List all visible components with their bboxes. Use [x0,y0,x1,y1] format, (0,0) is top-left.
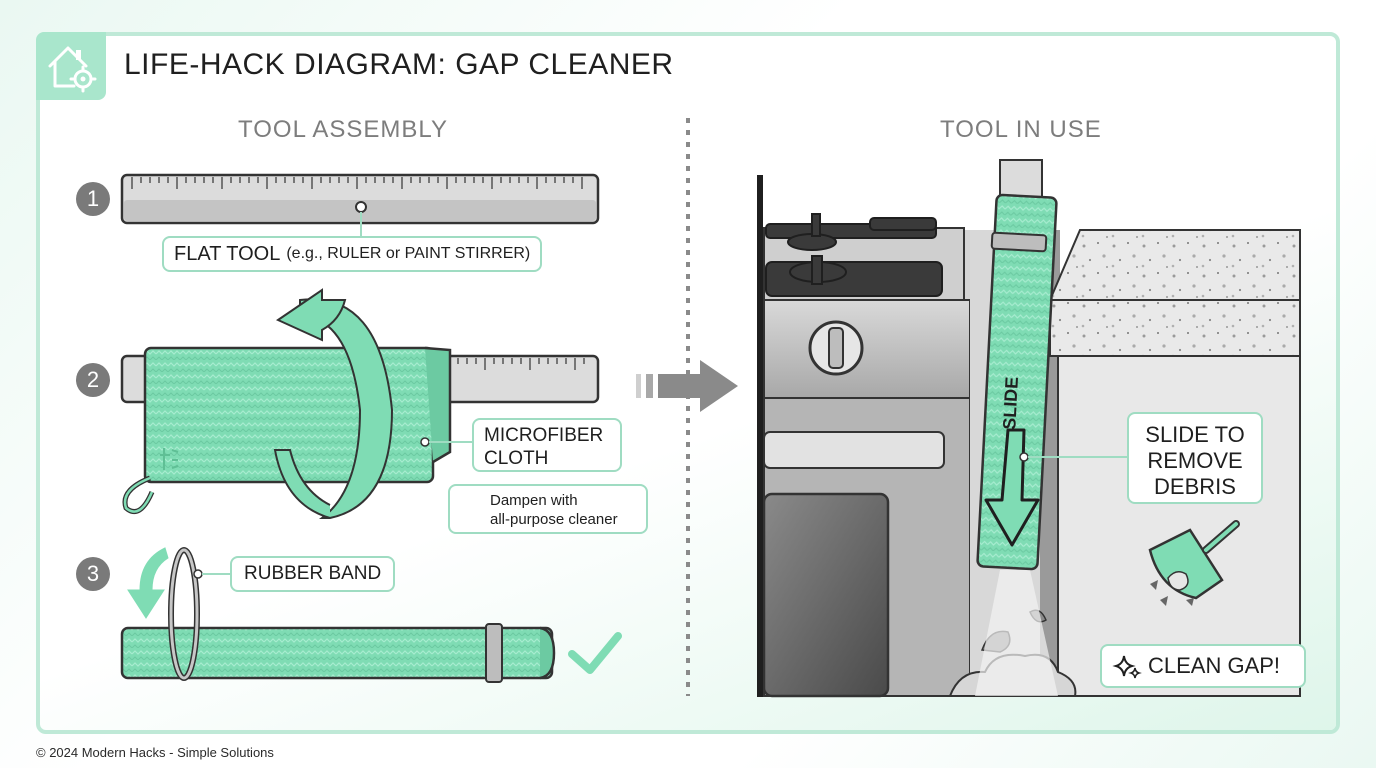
footer-copyright: © 2024 Modern Hacks - Simple Solutions [36,745,274,760]
slide-label-line3: DEBRIS [1154,474,1236,499]
microfiber-label-line2: CLOTH [484,448,549,469]
house-gear-icon [48,46,97,93]
slide-arrow-label: SLIDE [999,376,1022,431]
section-title-assembly: TOOL ASSEMBLY [238,116,448,143]
rubber-band-graphic [168,547,232,681]
microfiber-cloth-label: MICROFIBER CLOTH [472,418,622,472]
slide-label-line1: SLIDE TO [1145,422,1245,447]
dampen-note-line2: all-purpose cleaner [490,511,618,528]
slide-label-line2: REMOVE [1147,448,1243,473]
band-arrow [127,547,169,619]
rubber-band-label: RUBBER BAND [230,556,396,592]
clean-gap-text: CLEAN GAP! [1148,653,1281,678]
sparkle-icon [1112,655,1142,679]
clean-gap-label: CLEAN GAP! [1100,644,1306,688]
page-title: LIFE-HACK DIAGRAM: GAP CLEANER [124,48,674,81]
microfiber-label-line1: MICROFIBER [484,425,604,446]
dampen-note-line1: Dampen with [490,492,578,509]
flat-tool-label: FLAT TOOL (e.g., RULER or PAINT STIRRER) [162,236,543,272]
ruler-step1 [120,173,600,238]
logo-badge [36,32,106,100]
wrapped-tool [120,623,556,683]
checkmark-icon [568,632,622,674]
step-number-1: 1 [76,182,110,216]
wrap-arrow [273,288,394,519]
dustpan-icon [1148,520,1240,606]
section-title-in-use: TOOL IN USE [940,116,1102,143]
step-number-2: 2 [76,363,110,397]
dampen-note: Dampen with all-purpose cleaner [448,484,648,534]
flat-tool-label-detail: (e.g., RULER or PAINT STIRRER) [286,245,531,262]
flat-tool-label-main: FLAT TOOL [174,242,281,265]
slide-to-remove-label: SLIDE TO REMOVE DEBRIS [1127,412,1263,504]
right-arrow-icon [636,360,738,412]
step-number-3: 3 [76,557,110,591]
